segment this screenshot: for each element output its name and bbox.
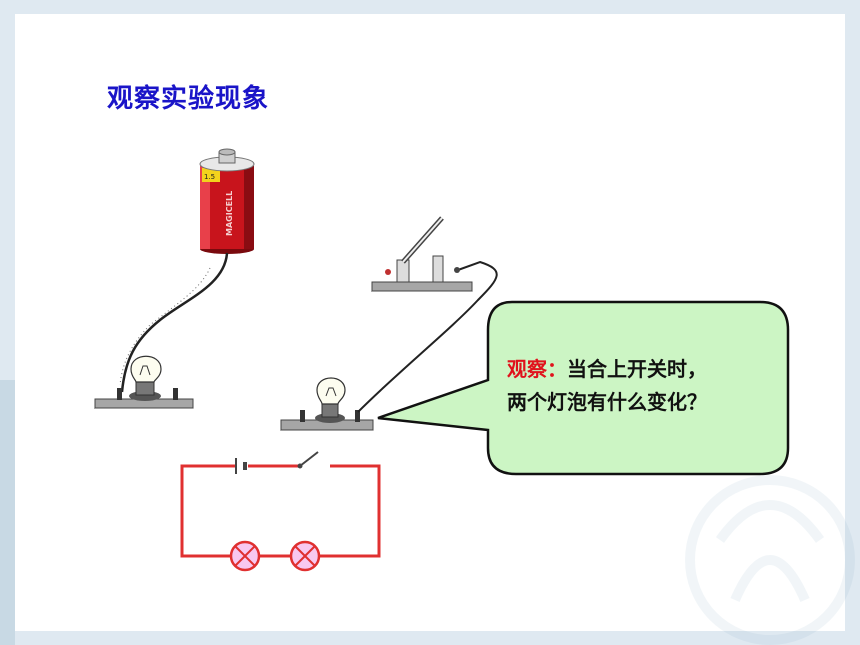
battery-cap-label: 1.5 <box>204 173 215 181</box>
callout-text: 观察：当合上开关时， 两个灯泡有什么变化？ <box>507 353 797 419</box>
cell-symbol-icon <box>235 458 247 474</box>
callout-highlight: 观察： <box>507 357 567 381</box>
switch-icon <box>370 216 473 292</box>
battery-icon: MAGICELL 1.5 <box>199 148 255 254</box>
page-title: 观察实验现象 <box>107 84 270 114</box>
callout-bubble <box>377 300 790 476</box>
battery-brand-label: MAGICELL <box>225 191 234 236</box>
circuit-diagram <box>180 464 381 558</box>
lamp-symbol-icon <box>229 540 261 572</box>
lamp-symbol-icon <box>289 540 321 572</box>
bulb-board-right <box>280 377 374 431</box>
callout-line-1: 观察：当合上开关时， <box>507 353 797 386</box>
callout-line-1-rest: 当合上开关时， <box>567 357 707 381</box>
bulb-board-left <box>93 355 194 409</box>
switch-symbol-icon <box>297 451 319 469</box>
callout-line-2: 两个灯泡有什么变化？ <box>507 390 707 414</box>
bulb-icon <box>129 355 162 401</box>
bulb-icon <box>315 377 346 423</box>
